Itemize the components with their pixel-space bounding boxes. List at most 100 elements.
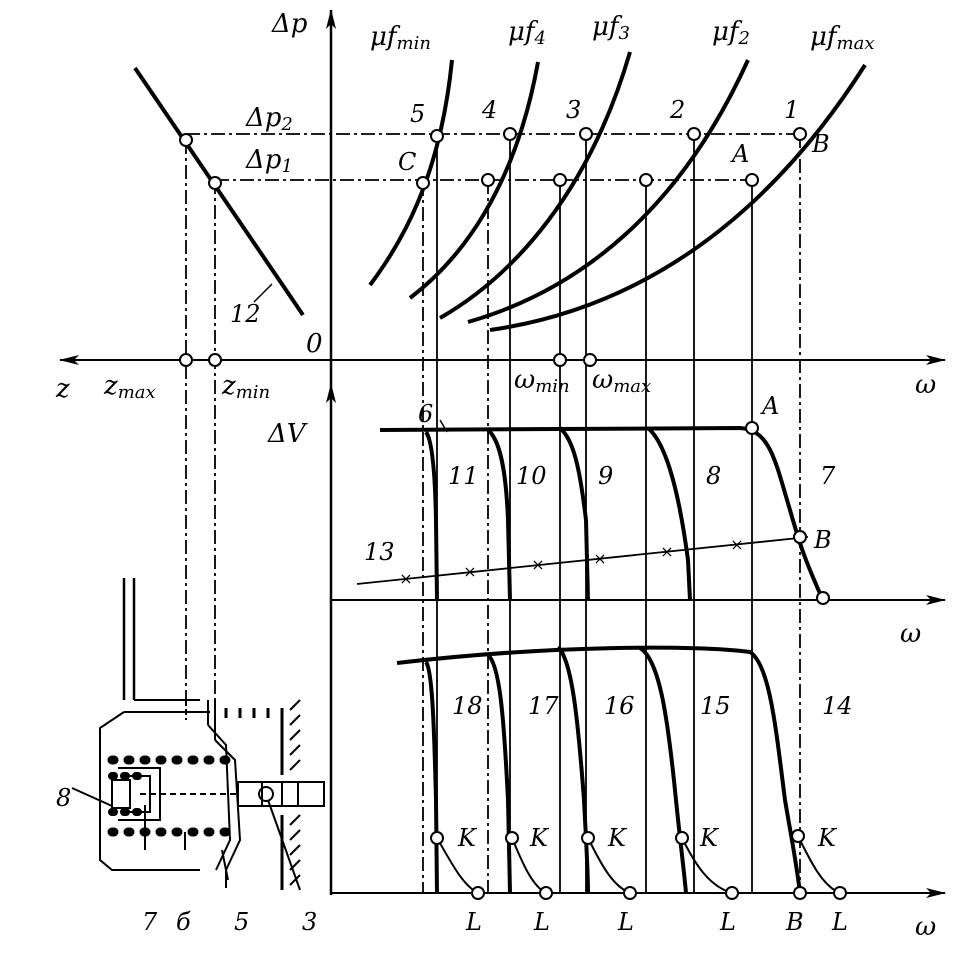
point-B-bottom	[793, 886, 807, 900]
regulator-device-sketch	[71, 578, 325, 891]
curve-number-16: 16	[604, 692, 635, 720]
point-A	[745, 173, 759, 187]
line-13-markers: × × × × × ×	[399, 535, 743, 588]
projection-lines	[185, 134, 801, 893]
point-dp2-line12	[179, 133, 193, 147]
point-label-4: 4	[481, 96, 497, 124]
point-4b	[481, 173, 495, 187]
origin-label: 0	[306, 329, 323, 359]
curve-6	[439, 419, 448, 433]
point-L2	[539, 886, 553, 900]
curve-16	[556, 645, 590, 894]
letter-A-mid: A	[760, 392, 779, 420]
x-mark: ×	[463, 562, 476, 581]
device-label-6: б	[176, 908, 191, 936]
letter-C: C	[398, 148, 416, 176]
point-label-3: 3	[566, 96, 581, 124]
label-K4: K	[699, 824, 720, 852]
curve-number-8: 8	[706, 462, 721, 490]
labels: Δp ΔV z 0 ω ω ω μfmin μf4 μf3 μf2 μfmax …	[55, 9, 936, 942]
x-mark: ×	[660, 542, 673, 561]
point-2b	[639, 173, 653, 187]
x-mark: ×	[531, 555, 544, 574]
point-3b	[553, 173, 567, 187]
label-muf4: μf4	[508, 17, 546, 49]
label-mufmin: μfmin	[370, 22, 431, 54]
omega-top-label: ω	[915, 370, 936, 400]
label-wmax: ωmax	[592, 365, 651, 397]
curve-15	[638, 646, 688, 894]
point-L5	[833, 886, 847, 900]
curve-number-18: 18	[452, 692, 483, 720]
omega-mid-label: ω	[900, 619, 921, 649]
point-wmax	[583, 353, 597, 367]
curve-17	[486, 653, 512, 894]
letter-A-top: A	[730, 140, 749, 168]
point-label-2: 2	[669, 96, 685, 124]
point-end-7	[816, 591, 830, 605]
mid-points	[745, 421, 830, 605]
top-points	[179, 127, 807, 367]
point-label-5: 5	[410, 100, 425, 128]
curve-7	[379, 425, 824, 599]
curve-muf3	[439, 51, 632, 320]
omega-bottom-label: ω	[915, 912, 936, 942]
curve-number-10: 10	[516, 462, 547, 490]
label-L2: L	[533, 908, 550, 936]
point-K2	[505, 831, 519, 845]
curve-number-13: 13	[364, 538, 395, 566]
point-1	[793, 127, 807, 141]
label-zmin: zmin	[221, 371, 270, 403]
x-mark: ×	[730, 535, 743, 554]
label-muf2: μf2	[712, 17, 750, 49]
curve-muf2	[467, 59, 750, 324]
bottom-curves	[396, 645, 802, 894]
point-label-1: 1	[784, 96, 799, 124]
label-K1: K	[457, 824, 478, 852]
curve-muf4	[408, 61, 540, 300]
point-A-mid	[745, 421, 759, 435]
label-wmin: ωmin	[514, 365, 570, 397]
x-mark: ×	[399, 569, 412, 588]
point-5	[430, 129, 444, 143]
point-C	[416, 176, 430, 190]
device-label-7: 7	[142, 908, 158, 936]
kl-tails	[436, 835, 841, 894]
curve-number-9: 9	[598, 462, 613, 490]
curve-8	[646, 426, 692, 601]
point-dp1-line12	[208, 176, 222, 190]
x-mark: ×	[593, 549, 606, 568]
curve-number-15: 15	[700, 692, 731, 720]
label-K3: K	[607, 824, 628, 852]
line-13	[356, 536, 809, 585]
point-K4	[675, 831, 689, 845]
device-label-3: 3	[302, 908, 317, 936]
point-3	[579, 127, 593, 141]
point-L4	[725, 886, 739, 900]
point-L3	[623, 886, 637, 900]
curve-10	[486, 428, 512, 601]
bottom-points	[430, 829, 847, 900]
point-L1	[471, 886, 485, 900]
label-L1: L	[465, 908, 482, 936]
point-4	[503, 127, 517, 141]
dp-axis-label: Δp	[271, 9, 308, 39]
point-K3	[581, 831, 595, 845]
point-B-mid	[793, 530, 807, 544]
curve-number-17: 17	[528, 692, 559, 720]
letter-B-mid: B	[813, 526, 832, 554]
device-label-8: 8	[56, 784, 71, 812]
label-L3: L	[617, 908, 634, 936]
letter-B-bottom: B	[785, 908, 804, 936]
curve-mufmin	[368, 59, 454, 287]
letter-B-top: B	[811, 130, 830, 158]
label-K5: K	[817, 824, 838, 852]
label-dp2: Δp2	[245, 103, 293, 135]
label-dp1: Δp1	[245, 145, 293, 177]
point-wmin	[553, 353, 567, 367]
curve-number-12: 12	[230, 300, 261, 328]
label-L4: L	[719, 908, 736, 936]
dv-curves	[379, 419, 824, 601]
point-K1	[430, 831, 444, 845]
